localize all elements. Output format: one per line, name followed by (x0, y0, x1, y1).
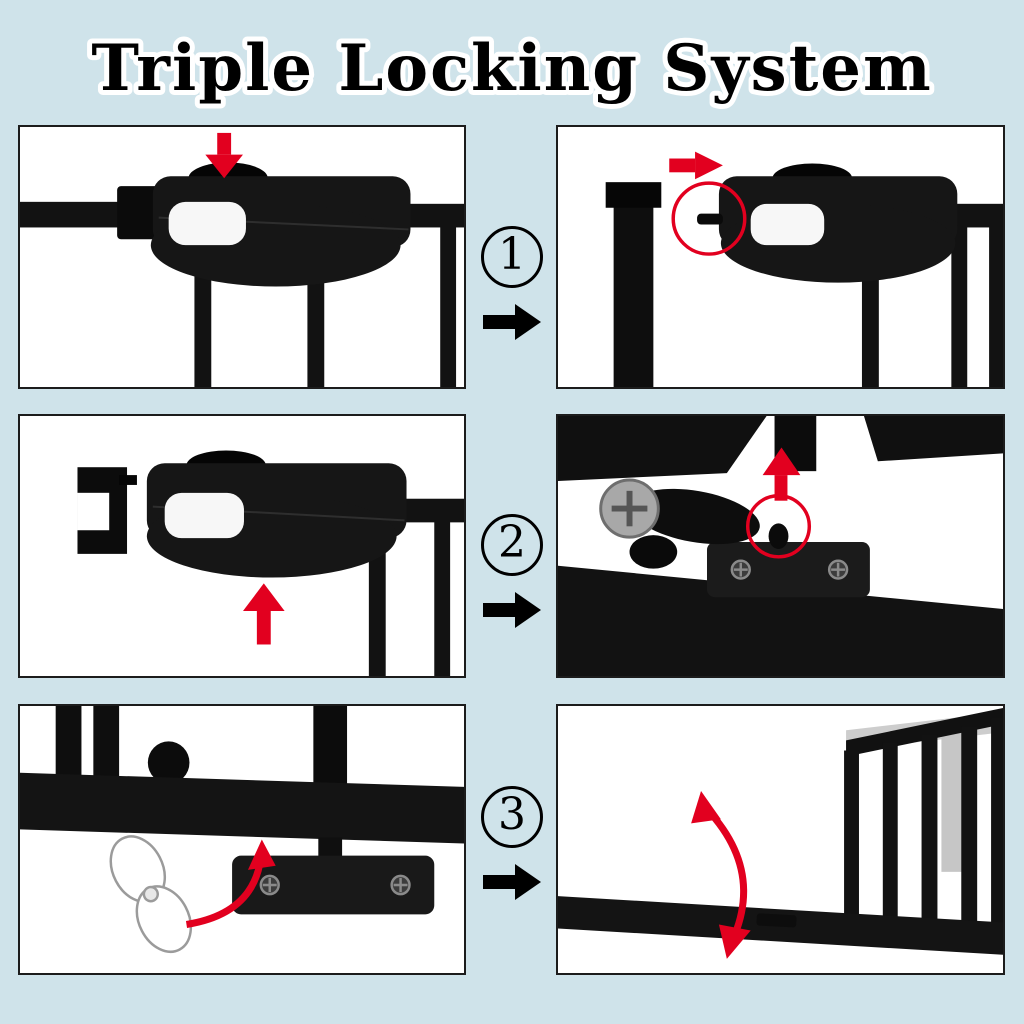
red-arrow-down-icon (205, 132, 243, 179)
step-indicator-3: 3 (477, 786, 547, 900)
gate-bars (368, 520, 451, 676)
red-circle-highlight (671, 181, 747, 256)
base-plate (706, 542, 870, 598)
red-arrow-up-icon (242, 583, 285, 645)
step-number-2: 2 (481, 514, 543, 576)
panel-step2-action (18, 414, 466, 678)
gate-bars (861, 225, 1003, 387)
gate-bars (844, 718, 1003, 943)
handle-label-window (164, 492, 244, 539)
step3-action-photo (20, 706, 464, 953)
gate-handle (146, 450, 407, 578)
bottom-rail (558, 565, 1003, 676)
mount-bracket (77, 467, 137, 554)
page-title: Triple Locking System Triple Locking Sys… (86, 26, 935, 111)
step-indicator-2: 2 (477, 514, 547, 628)
black-arrow-right-icon (483, 304, 541, 340)
panel-step1-result (556, 125, 1005, 389)
mount-clamp (605, 182, 662, 208)
mount-clamp (117, 186, 163, 240)
gate-bars (194, 221, 457, 387)
red-swing-arrow-icon (691, 790, 751, 959)
locking-screw-lever (599, 478, 760, 569)
lock-pin (697, 213, 723, 225)
step-number-3: 3 (481, 786, 543, 848)
handle-label-window (750, 203, 825, 246)
panel-step3-action (18, 704, 466, 975)
red-rotate-arrow-icon (185, 839, 276, 928)
panel-step3-result (556, 704, 1005, 975)
gray-post (941, 720, 964, 872)
red-arrow-right-icon (669, 151, 723, 180)
gate-frame-top (558, 416, 767, 481)
gate-frame-top-right (863, 416, 1003, 462)
page-title-text: Triple Locking System (91, 31, 932, 106)
step-number-1: 1 (481, 226, 543, 288)
hinge-knob (147, 741, 190, 784)
base-plate (232, 855, 435, 915)
step2-result-photo (558, 416, 1003, 676)
handle-label-window (168, 201, 246, 246)
right-rail (951, 203, 1003, 228)
step-indicator-1: 1 (477, 226, 547, 340)
step1-result-photo (605, 151, 1003, 387)
step1-action-photo (20, 132, 464, 387)
black-arrow-right-icon (483, 592, 541, 628)
panel-step2-result (556, 414, 1005, 678)
step2-action-photo (77, 450, 464, 676)
step3-result-photo (558, 708, 1003, 959)
wing-latch (109, 835, 193, 953)
floor-foot (756, 913, 797, 928)
page-title-outline: Triple Locking System (91, 31, 932, 106)
gate-handle (697, 163, 958, 283)
black-arrow-right-icon (483, 864, 541, 900)
lock-pin (768, 523, 789, 549)
bottom-rail (20, 772, 464, 844)
gate-post (313, 706, 348, 793)
left-post (613, 184, 654, 387)
gate-handle (150, 162, 411, 287)
right-rail (402, 498, 464, 523)
panel-step1-action (18, 125, 466, 389)
red-arrow-up-icon (762, 447, 801, 501)
